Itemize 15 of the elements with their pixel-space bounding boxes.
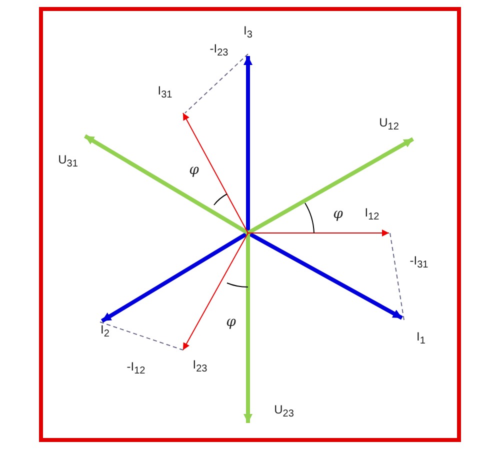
phasor-label: I$_{31}$ — [158, 83, 172, 101]
phasor-label: U$_{23}$ — [274, 402, 294, 420]
phasor-label: U$_{12}$ — [379, 115, 399, 133]
angle-label: φ — [189, 162, 199, 178]
phasor-label: -I$_{23}$ — [210, 41, 228, 59]
angle-label: φ — [333, 206, 343, 222]
phasor-label: I$_{2}$ — [100, 322, 110, 340]
phasor-label: -I$_{31}$ — [410, 253, 428, 271]
phasor-label: I$_{23}$ — [192, 357, 208, 375]
phasor-label: I$_{1}$ — [416, 329, 426, 347]
phasor-label: I$_{3}$ — [244, 23, 252, 41]
phasor-label: I$_{12}$ — [364, 205, 380, 223]
phasor-label: U$_{31}$ — [58, 152, 78, 170]
angle-label: φ — [226, 314, 236, 330]
phasor-label: -I$_{12}$ — [126, 359, 146, 377]
